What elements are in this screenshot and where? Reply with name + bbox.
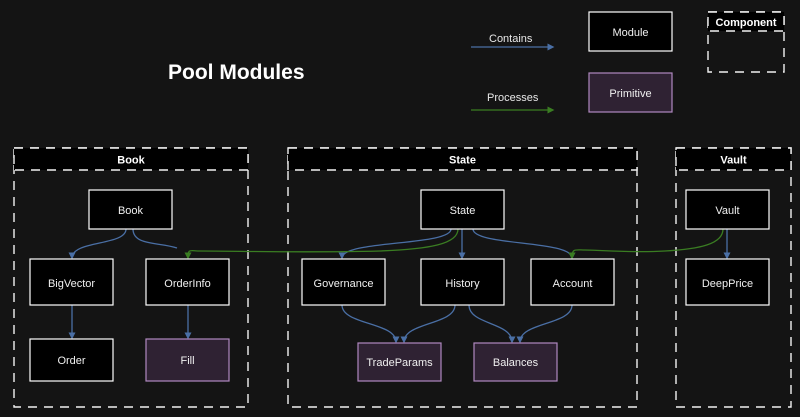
- node-deepprice[interactable]: DeepPrice: [685, 258, 770, 306]
- node-account-box[interactable]: [530, 258, 615, 306]
- legend-edge-processes: Processes: [471, 92, 555, 114]
- node-vault-label: Vault: [715, 205, 739, 217]
- node-order[interactable]: Order: [29, 338, 114, 382]
- container-book-title: Book: [117, 155, 145, 167]
- container-state-header: [287, 147, 638, 171]
- node-balances-label: Balances: [493, 357, 539, 369]
- container-vault: Vault: [675, 147, 792, 408]
- node-bigvector[interactable]: BigVector: [29, 258, 114, 306]
- node-state-label: State: [450, 205, 476, 217]
- node-fill-box[interactable]: [145, 338, 230, 382]
- edge-state-to-governance: [338, 228, 452, 260]
- node-governance[interactable]: Governance: [301, 258, 386, 306]
- legend-component-label: Component: [715, 17, 776, 29]
- node-book-label: Book: [118, 205, 144, 217]
- legend-primitive-label: Primitive: [609, 88, 651, 100]
- node-vault-box[interactable]: [685, 189, 770, 230]
- node-deepprice-box[interactable]: [685, 258, 770, 306]
- node-book-box[interactable]: [88, 189, 173, 230]
- legend-shape-component: Component: [707, 11, 785, 73]
- node-orderinfo[interactable]: OrderInfo: [145, 258, 230, 306]
- edge-governance-to-tradeparams: [341, 304, 400, 344]
- container-vault-title: Vault: [720, 155, 747, 167]
- node-order-label: Order: [57, 355, 85, 367]
- edge-vault-to-account: [568, 228, 724, 260]
- edge-book-to-bigvector: [68, 228, 127, 260]
- node-history-label: History: [445, 278, 480, 290]
- node-governance-box[interactable]: [301, 258, 386, 306]
- node-vault[interactable]: Vault: [685, 189, 770, 230]
- node-history[interactable]: History: [420, 258, 505, 306]
- node-order-box[interactable]: [29, 338, 114, 382]
- node-balances-box[interactable]: [473, 342, 558, 382]
- node-account-label: Account: [553, 278, 593, 290]
- node-tradeparams-label: TradeParams: [366, 357, 433, 369]
- node-state[interactable]: State: [420, 189, 505, 230]
- legend-shape-primitive: Primitive: [588, 72, 673, 113]
- node-state-box[interactable]: [420, 189, 505, 230]
- node-governance-label: Governance: [314, 278, 374, 290]
- legend-module-box: [588, 11, 673, 52]
- legend-module-label: Module: [612, 27, 648, 39]
- legend-contains-label: Contains: [489, 33, 533, 45]
- edge-history-to-balances: [468, 304, 516, 344]
- node-orderinfo-label: OrderInfo: [164, 278, 210, 290]
- node-tradeparams[interactable]: TradeParams: [357, 342, 442, 382]
- container-state: State: [287, 147, 638, 408]
- node-balances[interactable]: Balances: [473, 342, 558, 382]
- page-title: Pool Modules: [168, 61, 305, 84]
- legend-primitive-box: [588, 72, 673, 113]
- edge-account-to-balances: [516, 304, 573, 344]
- node-bigvector-label: BigVector: [48, 278, 95, 290]
- node-fill[interactable]: Fill: [145, 338, 230, 382]
- node-deepprice-label: DeepPrice: [702, 278, 753, 290]
- legend-processes-label: Processes: [487, 92, 539, 104]
- legend-edge-contains: Contains: [471, 33, 555, 51]
- container-book-header: [13, 147, 249, 171]
- edge-state-to-orderinfo: [184, 228, 459, 260]
- edge-book-to-orderinfo: [132, 228, 178, 249]
- node-account[interactable]: Account: [530, 258, 615, 306]
- legend-shape-module: Module: [588, 11, 673, 52]
- node-orderinfo-box[interactable]: [145, 258, 230, 306]
- container-state-title: State: [449, 155, 476, 167]
- container-vault-frame: [675, 147, 792, 408]
- container-book: Book: [13, 147, 249, 408]
- node-book[interactable]: Book: [88, 189, 173, 230]
- node-bigvector-box[interactable]: [29, 258, 114, 306]
- edge-history-to-tradeparams: [400, 304, 456, 344]
- node-tradeparams-box[interactable]: [357, 342, 442, 382]
- node-history-box[interactable]: [420, 258, 505, 306]
- container-vault-header: [675, 147, 792, 171]
- node-fill-label: Fill: [180, 355, 194, 367]
- edge-state-to-account: [472, 228, 576, 260]
- legend-component-header: [707, 11, 785, 32]
